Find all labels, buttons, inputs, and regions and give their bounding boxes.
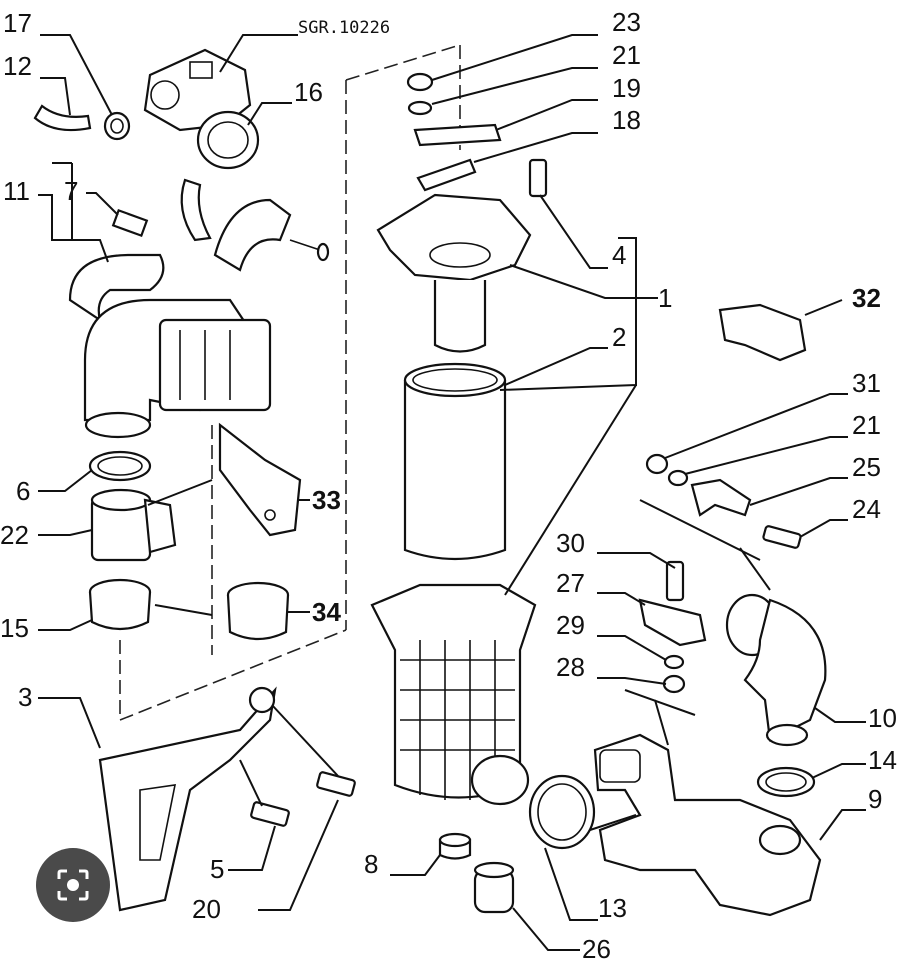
leader-lines [38, 34, 866, 951]
callout-11: 11 [3, 176, 30, 206]
callout-32: 32 [852, 283, 881, 313]
drawing-reference: SGR.10226 [298, 18, 390, 38]
part-17-clamp [103, 111, 131, 141]
camera-lens-icon [57, 869, 89, 901]
part-13-clamp [528, 774, 596, 850]
part-30-bolt [665, 560, 685, 602]
callout-6: 6 [16, 476, 30, 506]
part-3-bracket [98, 686, 277, 912]
part-25-bracket [690, 478, 752, 517]
part-7-sensor [111, 208, 149, 238]
callout-9: 9 [868, 784, 882, 814]
callout-21-right: 21 [852, 410, 881, 440]
part-24-bolt [762, 525, 802, 549]
part-19-bracket [413, 123, 502, 147]
callout-14: 14 [868, 745, 897, 775]
part-9-intake-pipe [593, 733, 822, 917]
part-31-nut [645, 453, 669, 475]
callout-29: 29 [556, 610, 585, 640]
part-12-hose [33, 104, 92, 132]
callout-4: 4 [612, 240, 626, 270]
callout-26: 26 [582, 934, 611, 960]
callout-8: 8 [364, 849, 378, 879]
part-34-sleeve [226, 581, 290, 641]
part-32-clip [718, 303, 807, 362]
camera-lens-button[interactable] [36, 848, 110, 922]
callout-34: 34 [312, 597, 341, 627]
callout-22: 22 [0, 520, 29, 550]
part-23-nut [406, 72, 434, 92]
part-28-nut [662, 674, 686, 694]
callout-13: 13 [598, 893, 627, 923]
part-27-bracket [638, 598, 707, 647]
callout-27: 27 [556, 568, 585, 598]
part-16-throttle-body [143, 48, 260, 170]
part-6-ring [88, 450, 152, 482]
part-21-washer-right [667, 469, 689, 487]
callout-16: 16 [294, 77, 323, 107]
part-8-grommet [438, 832, 472, 860]
callout-33: 33 [312, 485, 341, 515]
callout-5: 5 [210, 854, 224, 884]
callout-1: 1 [658, 283, 672, 313]
callout-7: 7 [64, 176, 78, 206]
part-20-bolt [316, 771, 356, 797]
part-26-bushing [473, 861, 515, 914]
callout-labels: SGR.10226 17 12 16 11 7 6 22 15 33 34 3 … [0, 7, 897, 960]
callout-12: 12 [3, 51, 32, 81]
callout-15: 15 [0, 613, 29, 643]
part-15-sleeve [88, 578, 152, 631]
callout-20: 20 [192, 894, 221, 924]
part-10-elbow [725, 593, 827, 747]
callout-19: 19 [612, 73, 641, 103]
callout-2: 2 [612, 322, 626, 352]
part-14-ring [756, 766, 816, 798]
callout-10: 10 [868, 703, 897, 733]
part-22-flow-meter [90, 488, 177, 562]
part-21-washer-top [407, 100, 433, 116]
part-33-plate [218, 422, 302, 537]
callout-17: 17 [3, 8, 32, 38]
callout-31: 31 [852, 368, 881, 398]
callout-3: 3 [18, 682, 32, 712]
part-5-bolt [250, 801, 290, 827]
part-18-bracket [416, 158, 477, 192]
callout-30: 30 [556, 528, 585, 558]
callout-24: 24 [852, 494, 881, 524]
part-29-washer [663, 654, 685, 670]
part-4-bolt [528, 158, 548, 198]
callout-25: 25 [852, 452, 881, 482]
part-1-filter-cover [376, 193, 532, 353]
callout-23: 23 [612, 7, 641, 37]
filter-housing [370, 583, 537, 806]
callout-18: 18 [612, 105, 641, 135]
part-2-filter-element [403, 362, 507, 561]
callout-21: 21 [612, 40, 641, 70]
part-11-intake-duct [68, 178, 330, 439]
callout-28: 28 [556, 652, 585, 682]
